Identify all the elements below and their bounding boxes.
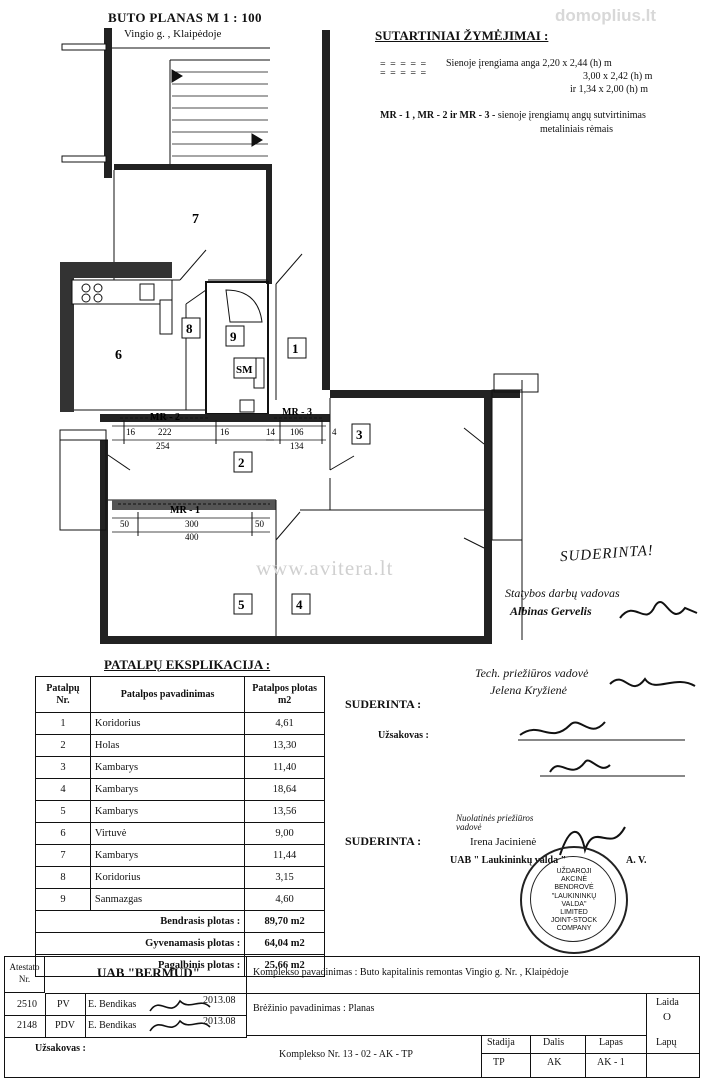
suderinta-1: SUDERINTA : [345,697,422,711]
legend-mr: MR - 1 , MR - 2 ir MR - 3 - sienoje įren… [380,110,646,121]
total-row: Pagalbinis plotas :25,66 m2 [34,954,325,977]
dim-16a: 16 [126,427,136,437]
row2-name: E. Bendikas [88,1020,137,1031]
room-9-number: 9 [230,329,237,344]
explication-title: PATALPŲ EKSPLIKACIJA : [104,657,271,672]
total-row: Bendrasis plotas :89,70 m2 [34,910,325,933]
tech-name: Jelena Kryžienė [490,683,567,697]
dalis-label: Dalis [543,1037,565,1048]
row1-nr: 2510 [17,999,37,1010]
legend-line1: Sienoje įrengiama anga 2,20 x 2,44 (h) m [446,58,612,69]
tech-role: Tech. priežiūros vadovė [475,666,589,680]
dim-50b: 50 [255,519,265,529]
room-2-number: 2 [238,455,245,470]
dalis-value: AK [547,1057,562,1068]
room-1-number: 1 [292,341,299,356]
header-nr: Patalpų Nr. [35,676,91,713]
legend-title: SUTARTINIAI ŽYMĖJIMAI : [375,28,549,43]
legend-line3: ir 1,34 x 2,00 (h) m [570,84,649,95]
tech-signature [609,677,696,687]
row1-name: E. Bendikas [88,999,137,1010]
works-signature [619,600,698,619]
uzsakovas-1: Užsakovas : [378,730,429,741]
uzsakovas-title-block: Užsakovas : [35,1043,86,1054]
dim-222: 222 [158,427,172,437]
legend-line2: 3,00 x 2,42 (h) m [583,71,653,82]
dim-106: 106 [290,427,304,437]
company-stamp: UŽDAROJI AKCINĖ BENDROVĖ "LAUKININKŲ VAL… [520,846,628,954]
header-name: Patalpos pavadinimas [89,676,246,713]
komplekso-pavadinimas: Komplekso pavadinimas : Buto kapitalinis… [253,967,569,978]
laida-value: O [663,1011,671,1023]
komplekso-nr: Komplekso Nr. 13 - 02 - AK - TP [279,1049,413,1060]
lapas-value: AK - 1 [597,1057,625,1068]
suderinta-handwritten: SUDERINTA! [559,542,655,566]
nuol-name: Irena Jacinienė [470,836,537,848]
mr2-label: MR - 2 [150,412,180,423]
legend-mr-2: metaliniais rėmais [540,124,614,135]
stadija-value: TP [493,1057,505,1068]
bermud-company: UAB "BERMUD" [97,965,200,980]
plan-address: Vingio g. , Klaipėdoje [124,28,222,40]
title-block: Atestato Nr. UAB "BERMUD" 2510 PV E. Ben… [4,956,700,1078]
room-5-number: 5 [238,597,245,612]
suderinta-2: SUDERINTA : [345,834,422,848]
designer-signatures [149,999,211,1032]
dim-254: 254 [156,441,170,451]
company-name: UAB " Laukininkų valda " [450,855,567,866]
dim-14: 14 [266,427,276,437]
floor-plan: 7 6 8 9 SM 1 2 3 4 5 MR - 2 MR - 3 MR - … [59,28,539,644]
dim-16b: 16 [220,427,230,437]
client-signature [518,721,685,777]
brezinio-pavadinimas: Brėžinio pavadinimas : Planas [253,1003,375,1014]
sm-label: SM [236,364,253,376]
av-label: A. V. [626,855,647,866]
header-area: Patalpos plotas m2 [244,676,325,713]
total-row: Gyvenamasis plotas :64,04 m2 [34,932,325,955]
atestato-label: Atestato Nr. [5,957,45,993]
watermark-top: domoplius.lt [555,6,657,25]
lapas-label: Lapas [599,1037,623,1048]
nuol-role: Nuolatinės priežiūros vadovė [456,813,534,832]
mr3-label: MR - 3 [282,407,312,418]
row1-role: PV [57,999,70,1010]
dim-400: 400 [185,532,199,542]
explication-table: Patalpų Nr. Patalpos pavadinimas Patalpo… [34,676,325,977]
laida-label: Laida [656,997,679,1008]
dim-134: 134 [290,441,304,451]
mr1-label: MR - 1 [170,505,200,516]
row2-nr: 2148 [17,1020,37,1031]
row1-date: 2013.08 [203,995,236,1006]
room-7-number: 7 [192,212,199,227]
lapu-label: Lapų [656,1037,677,1048]
watermark-mid: www.avitera.lt [256,556,394,580]
dim-4: 4 [332,427,337,437]
works-name: Albinas Gervelis [510,604,592,618]
dim-300: 300 [185,519,199,529]
row2-date: 2013.08 [203,1016,236,1027]
room-6-number: 6 [115,348,122,363]
dim-50a: 50 [120,519,130,529]
room-3-number: 3 [356,427,363,442]
room-4-number: 4 [296,597,303,612]
plan-title: BUTO PLANAS M 1 : 100 [108,10,262,25]
row2-role: PDV [55,1020,76,1031]
stadija-label: Stadija [487,1037,515,1048]
room-8-number: 8 [186,321,193,336]
legend-symbol: = = = = == = = = = [380,59,428,79]
works-role: Statybos darbų vadovas [505,586,620,600]
